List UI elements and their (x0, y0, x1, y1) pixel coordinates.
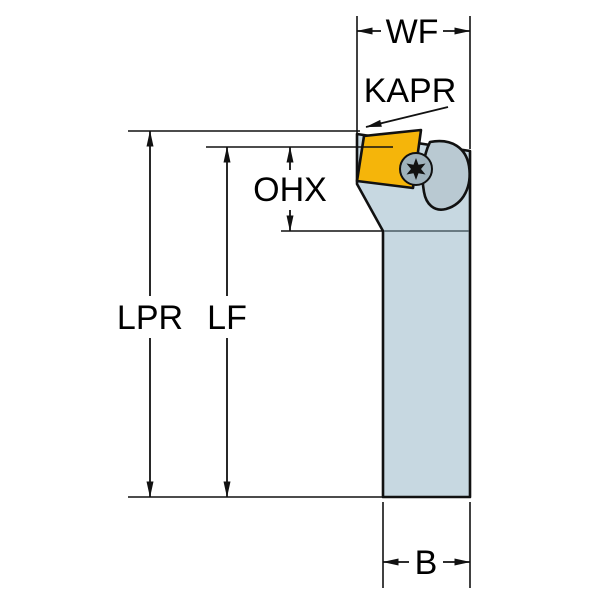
kapr-leader-line (365, 106, 449, 128)
ohx-label: OHX (253, 171, 327, 209)
tool-holder (355, 128, 472, 499)
kapr-label: KAPR (364, 72, 457, 110)
lpr-label: LPR (117, 299, 183, 337)
torx-star-icon (406, 158, 426, 180)
dimension-ohx: OHX (244, 146, 336, 232)
dimension-wf: WF (356, 13, 471, 149)
dimension-lf: LF (202, 146, 254, 498)
wf-label-mask (381, 13, 443, 51)
dimension-b: B (382, 502, 471, 588)
lf-label: LF (207, 299, 247, 337)
b-label: B (415, 544, 438, 582)
lf-label-mask (202, 296, 254, 338)
dimension-kapr: KAPR (364, 72, 457, 128)
wf-label: WF (386, 13, 439, 51)
ohx-label-mask (244, 170, 336, 210)
lpr-label-mask (112, 296, 190, 338)
b-label-mask (409, 542, 443, 582)
dimension-lpr: LPR (112, 130, 190, 498)
reference-lines (128, 130, 393, 498)
